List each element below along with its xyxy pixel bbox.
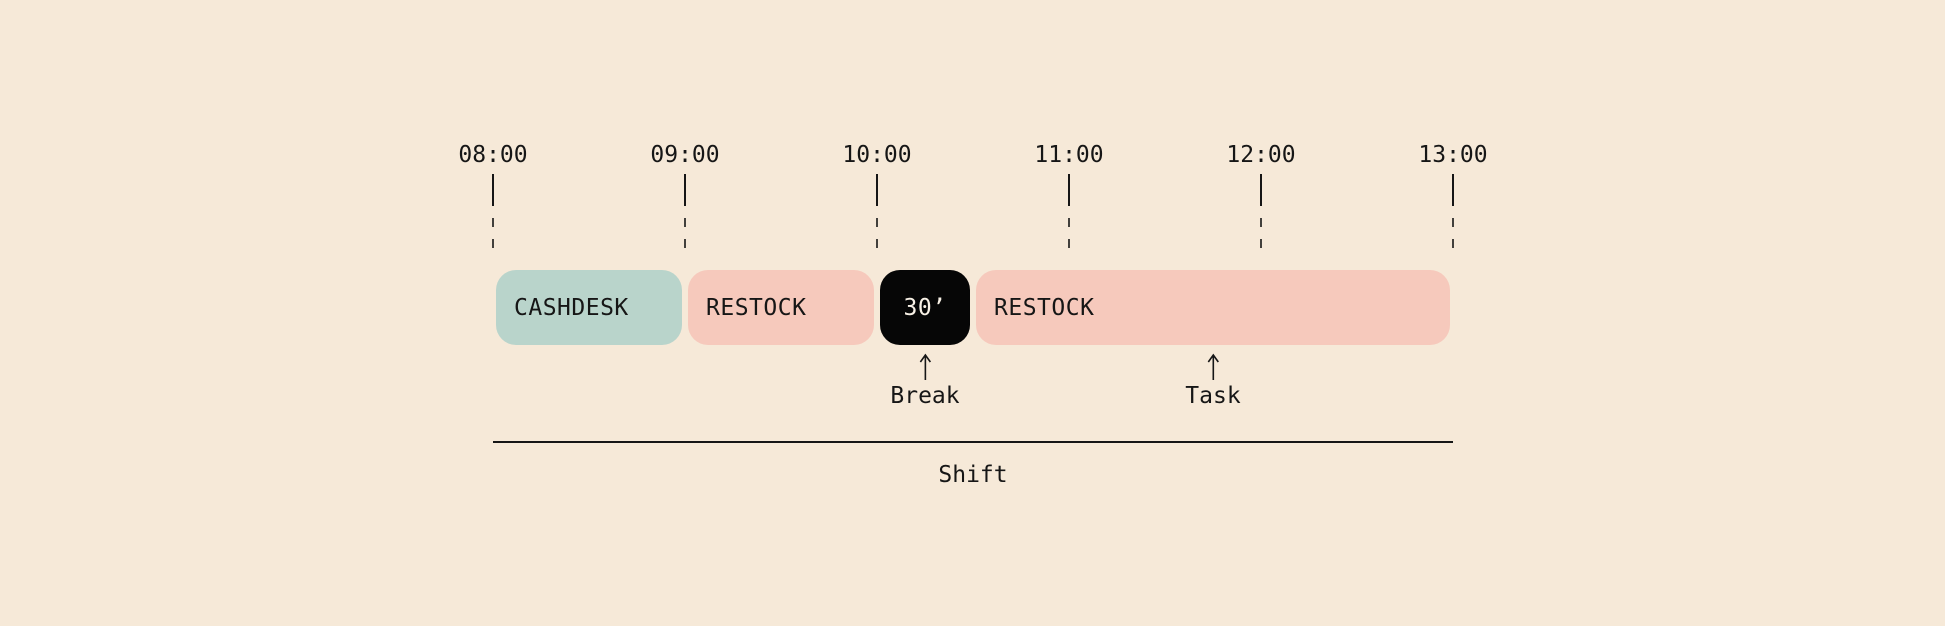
tick-mark	[492, 174, 494, 206]
time-label: 13:00	[1418, 142, 1488, 168]
dashed-stem	[1452, 218, 1454, 256]
dashed-stem	[492, 218, 494, 256]
block-label: 30’	[903, 294, 947, 321]
dashed-stem	[1260, 218, 1262, 256]
time-label: 11:00	[1034, 142, 1104, 168]
block-label: CASHDESK	[514, 294, 629, 321]
tick-mark	[1068, 174, 1070, 206]
tick-mark	[1260, 174, 1262, 206]
annotation-label: Break	[890, 383, 960, 409]
shift-axis-line	[493, 441, 1453, 443]
block-cashdesk[interactable]: CASHDESK	[496, 270, 682, 345]
up-arrow-icon	[919, 353, 931, 380]
time-label: 12:00	[1226, 142, 1296, 168]
block-label: RESTOCK	[994, 294, 1095, 321]
time-label: 08:00	[458, 142, 528, 168]
dashed-stem	[1068, 218, 1070, 256]
dashed-stem	[684, 218, 686, 256]
annotation-task: Task	[1185, 352, 1241, 410]
tick-mark	[1452, 174, 1454, 206]
block-restock[interactable]: RESTOCK	[976, 270, 1450, 345]
block-30[interactable]: 30’	[880, 270, 970, 345]
block-restock[interactable]: RESTOCK	[688, 270, 874, 345]
dashed-stem	[876, 218, 878, 256]
annotation-break: Break	[890, 352, 960, 410]
tick-mark	[876, 174, 878, 206]
up-arrow-icon	[1207, 353, 1219, 380]
time-label: 09:00	[650, 142, 720, 168]
tick-mark	[684, 174, 686, 206]
block-label: RESTOCK	[706, 294, 807, 321]
annotation-label: Task	[1185, 383, 1241, 409]
shift-axis-label: Shift	[938, 462, 1008, 488]
time-label: 10:00	[842, 142, 912, 168]
